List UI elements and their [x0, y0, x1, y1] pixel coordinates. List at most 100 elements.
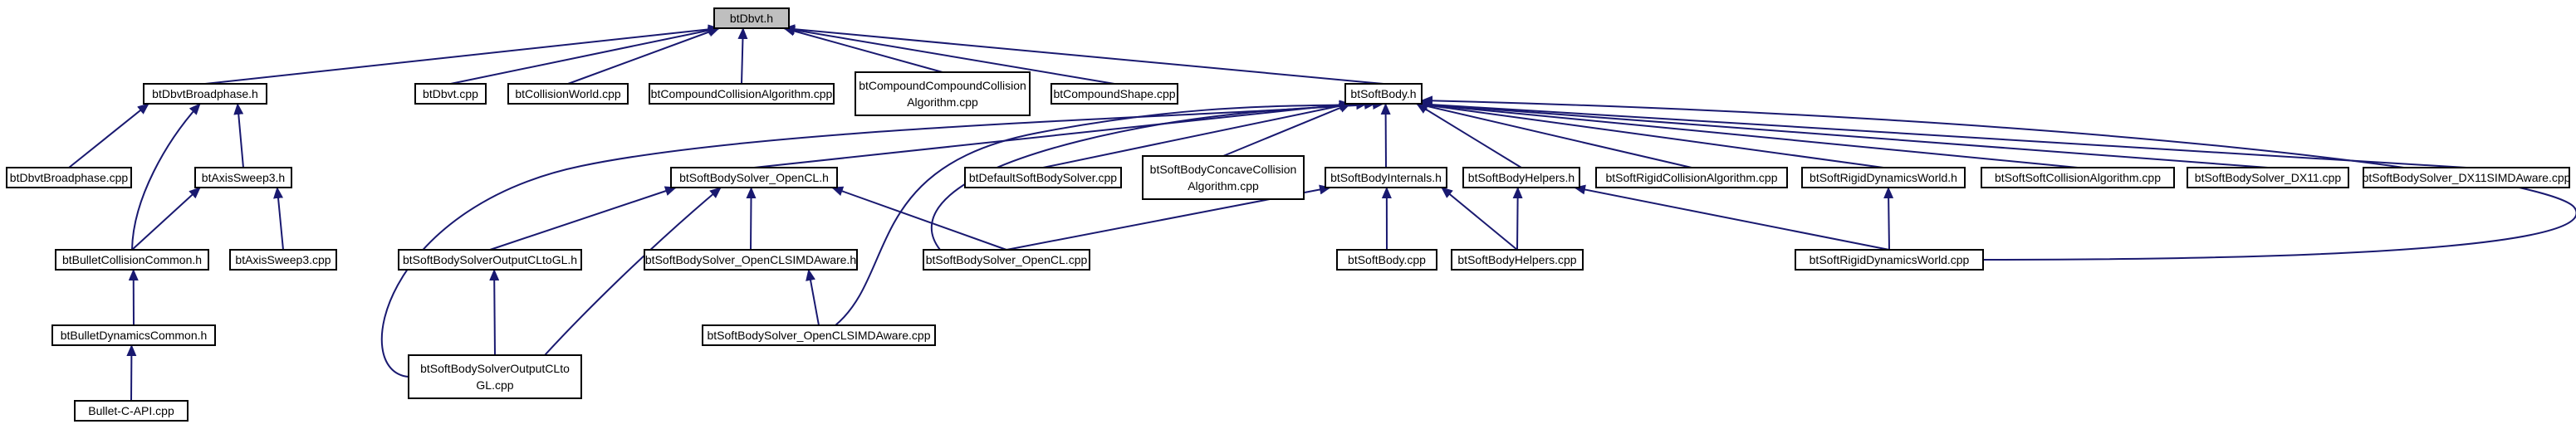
node-axissweep-cpp[interactable]: btAxisSweep3.cpp — [229, 249, 337, 271]
dependency-edge — [273, 187, 284, 251]
node-oclsimd-h[interactable]: btSoftBodySolver_OpenCLSIMDAware.h — [644, 249, 858, 271]
dependency-edge — [204, 24, 720, 85]
node-box — [1451, 249, 1584, 271]
node-label: btSoftBodySolver_DX11.cpp — [2195, 171, 2342, 184]
node-label: btSoftBodyInternals.h — [1330, 171, 1442, 184]
dependency-edge — [806, 269, 820, 326]
dependency-edge — [489, 269, 500, 356]
dependency-edge — [1574, 184, 1890, 251]
node-ocl-cpp[interactable]: btSoftBodySolver_OpenCL.cpp — [923, 249, 1090, 271]
node-label: Bullet-C-API.cpp — [88, 404, 174, 417]
node-label: btDbvtBroadphase.cpp — [10, 171, 129, 184]
node-label: btSoftSoftCollisionAlgorithm.cpp — [1995, 171, 2161, 184]
node-outgl-h[interactable]: btSoftBodySolverOutputCLtoGL.h — [398, 249, 582, 271]
node-box — [74, 400, 189, 422]
dependency-edge — [1512, 187, 1523, 251]
node-label: btSoftBodyHelpers.cpp — [1457, 253, 1576, 266]
node-compcoll[interactable]: btCompoundCollisionAlgorithm.cpp — [649, 83, 835, 105]
dependency-edge — [1416, 100, 2079, 168]
node-label: btSoftBodyConcaveCollision — [1150, 163, 1297, 176]
node-box — [1981, 167, 2175, 188]
node-capi[interactable]: Bullet-C-API.cpp — [74, 400, 189, 422]
node-label: btDbvt.cpp — [423, 87, 478, 100]
dependency-edge — [1416, 101, 1692, 168]
node-helpers-cpp[interactable]: btSoftBodyHelpers.cpp — [1451, 249, 1584, 271]
dependency-edge — [783, 26, 943, 73]
node-box — [143, 83, 267, 105]
node-rigiddyn-cpp[interactable]: btSoftRigidDynamicsWorld.cpp — [1795, 249, 1984, 271]
dependency-edge — [1222, 103, 1351, 157]
node-axissweep-h[interactable]: btAxisSweep3.h — [194, 167, 292, 188]
node-label: btCompoundCollisionAlgorithm.cpp — [651, 87, 833, 100]
dependency-edge — [930, 99, 1384, 251]
node-label: btSoftRigidDynamicsWorld.h — [1810, 171, 1957, 184]
node-box — [1344, 83, 1423, 105]
node-broadphase-h[interactable]: btDbvtBroadphase.h — [143, 83, 267, 105]
dependency-edge — [380, 100, 1368, 378]
dependency-edge — [450, 25, 720, 85]
node-softbody-cpp[interactable]: btSoftBody.cpp — [1336, 249, 1437, 271]
node-label: btSoftBodySolver_OpenCLSIMDAware.cpp — [708, 329, 931, 342]
node-label: btSoftRigidDynamicsWorld.cpp — [1810, 253, 1970, 266]
node-defsolver[interactable]: btDefaultSoftBodySolver.cpp — [964, 167, 1122, 188]
node-box — [923, 249, 1090, 271]
node-label: btSoftBodySolverOutputCLto — [420, 362, 570, 375]
node-dx11[interactable]: btSoftBodySolver_DX11.cpp — [2187, 167, 2349, 188]
dependency-edge — [835, 99, 1376, 326]
node-box — [702, 324, 936, 346]
dependency-edge — [544, 187, 722, 356]
dependency-edge — [1441, 187, 1518, 251]
node-label: btCollisionWorld.cpp — [515, 87, 621, 100]
node-label: btAxisSweep3.cpp — [235, 253, 331, 266]
node-box — [1801, 167, 1966, 188]
node-compshape[interactable]: btCompoundShape.cpp — [1050, 83, 1178, 105]
node-box — [408, 354, 582, 399]
node-outgl-cpp[interactable]: btSoftBodySolverOutputCLtoGL.cpp — [408, 354, 582, 399]
node-broadphase-cpp[interactable]: btDbvtBroadphase.cpp — [6, 167, 132, 188]
node-box — [1336, 249, 1437, 271]
node-box — [194, 167, 292, 188]
node-box — [1050, 83, 1178, 105]
dependency-edge — [1883, 187, 1894, 251]
node-softbody-h[interactable]: btSoftBody.h — [1344, 83, 1423, 105]
node-solver-ocl-h[interactable]: btSoftBodySolver_OpenCL.h — [670, 167, 838, 188]
node-oclsimd-cpp[interactable]: btSoftBodySolver_OpenCLSIMDAware.cpp — [702, 324, 936, 346]
node-box — [964, 167, 1122, 188]
node-dbvt-cpp[interactable]: btDbvt.cpp — [414, 83, 487, 105]
node-rigidcoll[interactable]: btSoftRigidCollisionAlgorithm.cpp — [1595, 167, 1788, 188]
dependency-edge — [753, 100, 1351, 168]
node-label: Algorithm.cpp — [907, 95, 978, 109]
node-softcoll[interactable]: btSoftSoftCollisionAlgorithm.cpp — [1981, 167, 2175, 188]
node-box — [855, 71, 1031, 116]
dependency-edge — [783, 24, 1384, 85]
node-label: btBulletDynamicsCommon.h — [61, 329, 208, 342]
node-label: btSoftBodySolver_OpenCLSIMDAware.h — [645, 253, 856, 266]
node-root[interactable]: btDbvt.h — [713, 7, 790, 29]
node-box — [713, 7, 790, 29]
node-dx11simd[interactable]: btSoftBodySolver_DX11SIMDAware.cpp — [2363, 167, 2571, 188]
dependency-edge — [131, 187, 201, 251]
dependency-edge — [567, 27, 720, 85]
dependency-edge — [1416, 99, 2269, 168]
node-bulletdyn[interactable]: btBulletDynamicsCommon.h — [51, 324, 216, 346]
node-label: Algorithm.cpp — [1188, 179, 1259, 193]
node-box — [1462, 167, 1580, 188]
node-label: btSoftBodyHelpers.h — [1468, 171, 1574, 184]
dependency-edge — [233, 103, 244, 168]
node-rigiddyn-h[interactable]: btSoftRigidDynamicsWorld.h — [1801, 167, 1966, 188]
dependency-edge — [1042, 100, 1351, 168]
node-bulletcoll[interactable]: btBulletCollisionCommon.h — [55, 249, 209, 271]
node-box — [1795, 249, 1984, 271]
node-collworld[interactable]: btCollisionWorld.cpp — [507, 83, 629, 105]
node-box — [670, 167, 838, 188]
node-box — [51, 324, 216, 346]
node-box — [398, 249, 582, 271]
dependency-edge — [737, 27, 748, 85]
node-helpers-h[interactable]: btSoftBodyHelpers.h — [1462, 167, 1580, 188]
node-box — [414, 83, 487, 105]
node-label: btDefaultSoftBodySolver.cpp — [969, 171, 1117, 184]
node-box — [55, 249, 209, 271]
node-internals[interactable]: btSoftBodyInternals.h — [1325, 167, 1447, 188]
